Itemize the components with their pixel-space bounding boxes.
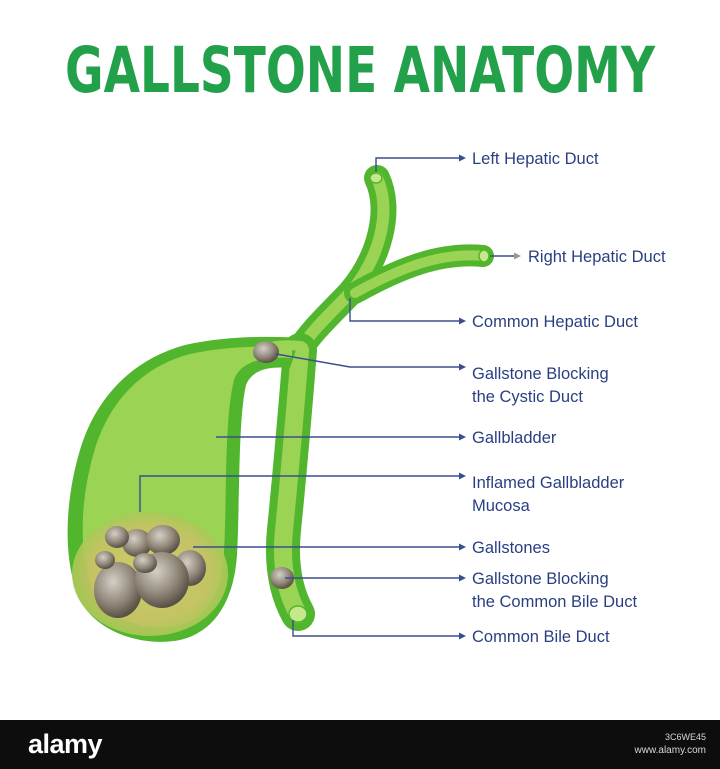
- image-id: 3C6WE45: [664, 732, 706, 742]
- label-gallstone-cystic-line1: Gallstone Blocking: [472, 365, 609, 383]
- label-gallstone-common-line2: the Common Bile Duct: [472, 593, 637, 611]
- label-inflamed-line2: Mucosa: [472, 497, 531, 515]
- label-left-hepatic-duct: Left Hepatic Duct: [472, 150, 599, 168]
- alamy-logo: alamy: [28, 729, 103, 759]
- label-right-hepatic-duct: Right Hepatic Duct: [528, 248, 666, 266]
- label-gallstone-common-line1: Gallstone Blocking: [472, 570, 609, 588]
- label-inflamed-line1: Inflamed Gallbladder: [472, 474, 625, 492]
- gallstones-cluster: [94, 525, 206, 618]
- footer-url: www.alamy.com: [634, 745, 707, 756]
- cystic-duct-stone: [253, 341, 279, 363]
- label-gallbladder: Gallbladder: [472, 429, 557, 447]
- common-bile-duct-stone: [270, 567, 294, 589]
- label-gallstones: Gallstones: [472, 539, 550, 557]
- gallbladder-organ: [67, 165, 494, 642]
- label-common-hepatic-duct: Common Hepatic Duct: [472, 313, 638, 331]
- label-common-bile-duct: Common Bile Duct: [472, 628, 610, 646]
- label-gallstone-cystic-line2: the Cystic Duct: [472, 388, 583, 406]
- watermark-footer: alamy 3C6WE45 www.alamy.com: [0, 720, 720, 769]
- leader-lines: [139, 154, 521, 640]
- page-title: GALLSTONE ANATOMY: [65, 34, 656, 107]
